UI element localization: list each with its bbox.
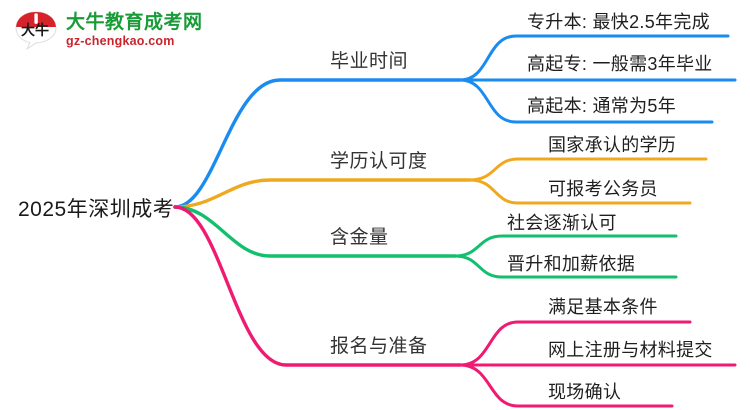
leaf-label-state-recognized-degree[interactable]: 国家承认的学历: [548, 135, 677, 155]
branch-label-gold-content[interactable]: 含金量: [330, 227, 389, 248]
site-logo[interactable]: 大牛 大牛教育成考网 gz-chengkao.com: [14, 10, 203, 51]
leaf-label-onsite-confirmation[interactable]: 现场确认: [548, 382, 622, 402]
leaf-label-social-recognition[interactable]: 社会逐渐认可: [507, 213, 617, 233]
leaf-label-basic-conditions[interactable]: 满足基本条件: [548, 297, 658, 317]
leaf-label-gaoqiben[interactable]: 高起本: 通常为5年: [527, 96, 677, 116]
leaf-label-promotion-raise-basis[interactable]: 晋升和加薪依据: [507, 254, 636, 274]
branch-label-registration-preparation[interactable]: 报名与准备: [330, 336, 428, 357]
branch-label-degree-recognition[interactable]: 学历认可度: [330, 151, 428, 172]
leaf-label-online-registration[interactable]: 网上注册与材料提交: [548, 340, 713, 360]
mindmap-root-topic[interactable]: 2025年深圳成考: [18, 198, 175, 221]
branch-label-graduation-time[interactable]: 毕业时间: [330, 51, 409, 72]
logo-title: 大牛教育成考网: [66, 11, 203, 33]
leaf-label-gaoqizhuan[interactable]: 高起专: 一般需3年毕业: [527, 54, 713, 74]
leaf-label-civil-service-exam[interactable]: 可报考公务员: [548, 179, 658, 199]
logo-text: 大牛教育成考网 gz-chengkao.com: [66, 13, 203, 48]
logo-subtitle: gz-chengkao.com: [66, 33, 175, 48]
svg-text:大牛: 大牛: [21, 22, 49, 38]
logo-speech-bubble-icon: 大牛: [14, 10, 58, 51]
leaf-label-zhuanshengben[interactable]: 专升本: 最快2.5年完成: [527, 12, 710, 32]
